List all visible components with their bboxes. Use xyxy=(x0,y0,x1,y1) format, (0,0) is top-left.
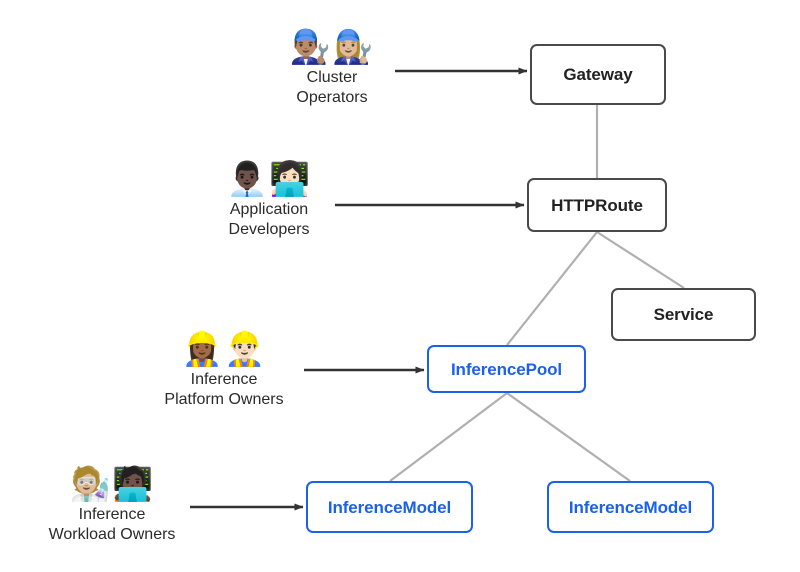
node-inferencepool[interactable]: InferencePool xyxy=(427,345,586,393)
node-label-inferencemodel2: InferenceModel xyxy=(568,497,693,517)
actor-label-line2-cluster-operators: Operators xyxy=(296,89,368,107)
node-label-gateway: Gateway xyxy=(563,65,633,84)
node-label-httproute: HTTPRoute xyxy=(551,195,643,215)
edge-inferencepool-model1 xyxy=(389,392,508,482)
actor-label-line1-inference-platform-owners: Inference xyxy=(190,370,258,388)
man-office-worker-icon-group: 👨🏿‍💼👩🏻‍💻 xyxy=(226,159,312,198)
actor-label-line2-application-developers: Developers xyxy=(228,221,310,239)
actor-label-line1-cluster-operators: Cluster xyxy=(306,68,358,86)
scientist-icon-group: 🧑🏼‍🔬🧑🏿‍💻 xyxy=(69,464,155,503)
node-httproute[interactable]: HTTPRoute xyxy=(527,178,667,232)
edge-httproute-inferencepool xyxy=(506,231,598,346)
node-label-inferencepool: InferencePool xyxy=(450,359,563,379)
actor-label-line2-inference-workload-owners: Workload Owners xyxy=(48,526,176,544)
node-service[interactable]: Service xyxy=(611,288,756,341)
actor-arrows xyxy=(190,67,528,511)
edge-httproute-service xyxy=(596,231,685,289)
node-label-inferencemodel1: InferenceModel xyxy=(327,497,452,517)
actor-label-line1-application-developers: Application xyxy=(229,200,309,218)
actor-label-line2-inference-platform-owners: Platform Owners xyxy=(164,391,284,409)
node-inferencemodel2[interactable]: InferenceModel xyxy=(547,481,714,533)
woman-construction-worker-icon-group: 👷🏾‍♀️👷🏻‍♂️ xyxy=(181,329,267,368)
actor-label-line1-inference-workload-owners: Inference xyxy=(78,505,146,523)
node-gateway[interactable]: Gateway xyxy=(530,44,666,105)
man-mechanic-icon-group: 👨🏽‍🔧👩🏼‍🔧 xyxy=(289,27,375,66)
edge-inferencepool-model2 xyxy=(506,392,631,482)
node-inferencemodel1[interactable]: InferenceModel xyxy=(306,481,473,533)
node-label-service: Service xyxy=(653,305,714,324)
